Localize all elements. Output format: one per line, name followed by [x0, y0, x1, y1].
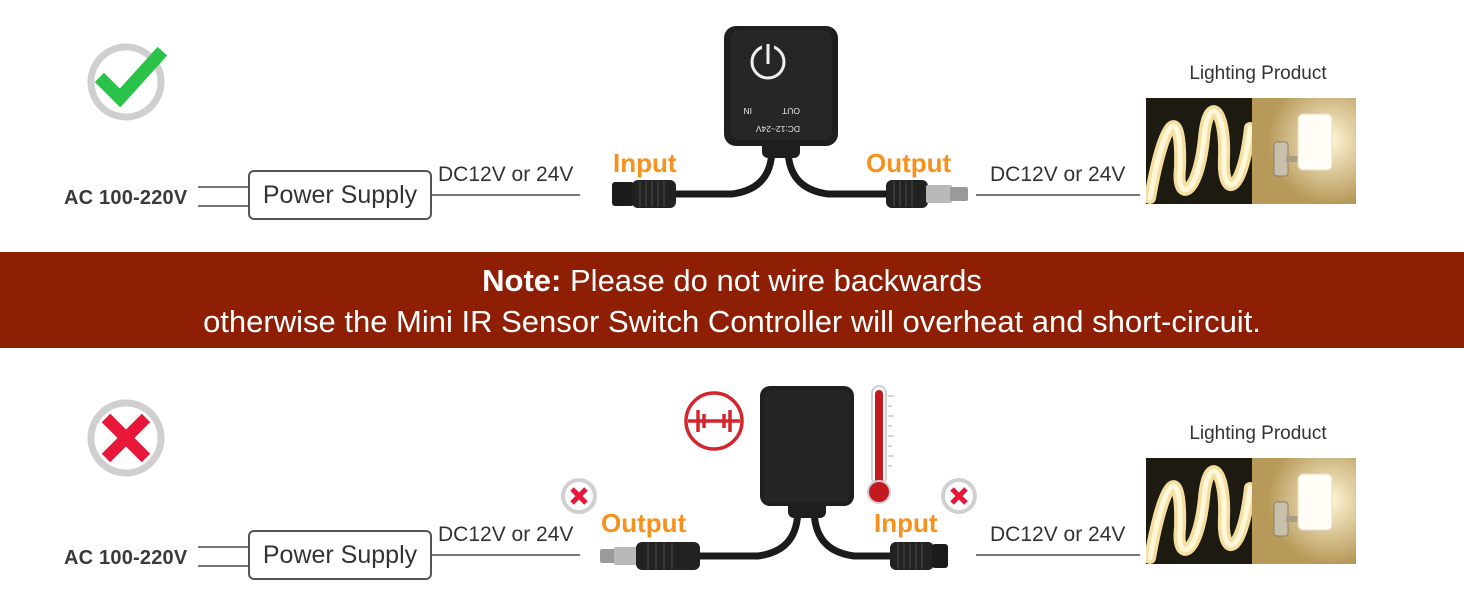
dc-in-label: DC12V or 24V: [438, 163, 574, 186]
note-line-1: Note: Please do not wire backwards: [0, 263, 1464, 299]
note-bold-label: Note:: [482, 263, 562, 298]
power-supply-label: Power Supply: [262, 180, 418, 209]
dc-in-label-2: DC12V or 24V: [438, 523, 574, 546]
input-port-label-2: Input: [874, 508, 938, 538]
cross-mark-icon: [87, 399, 165, 477]
device-voltage-print: DC:12~24V: [755, 124, 800, 134]
wrong-badge: [86, 398, 170, 482]
note-banner: Note: Please do not wire backwards other…: [0, 252, 1464, 348]
ac-wire-upper: [198, 186, 250, 188]
ac-wire-upper-2: [198, 546, 250, 548]
small-cross-icon: [561, 478, 597, 514]
dc-out-wire: [976, 194, 1140, 196]
dc-in-wire: [432, 194, 580, 196]
power-supply-label-2: Power Supply: [262, 540, 418, 569]
output-port-label-2: Output: [601, 508, 687, 538]
dc-out-label: DC12V or 24V: [990, 163, 1126, 186]
correct-badge: [86, 42, 170, 126]
note-line-1-text: Please do not wire backwards: [570, 263, 982, 298]
small-cross-icon: [941, 478, 977, 514]
sensor-controller-reversed: [600, 386, 948, 570]
lighting-product-image: [1146, 98, 1356, 204]
check-mark-icon: [87, 43, 168, 121]
short-circuit-icon: [684, 391, 744, 451]
ac-wire-lower-2: [198, 565, 250, 567]
lighting-product-image-2: [1146, 458, 1356, 564]
note-line-2: otherwise the Mini IR Sensor Switch Cont…: [203, 304, 1261, 339]
power-supply-box: Power Supply: [248, 170, 432, 220]
device-in-print: IN: [744, 106, 753, 116]
dc-in-wire-2: [432, 554, 580, 556]
thermometer-icon: [867, 385, 894, 504]
ac-wire-lower: [198, 205, 250, 207]
lighting-product-title-2: Lighting Product: [1189, 423, 1327, 444]
ac-label: AC 100-220V: [64, 187, 188, 209]
output-port-label: Output: [866, 148, 952, 178]
device-out-print: OUT: [782, 106, 800, 116]
ac-label-2: AC 100-220V: [64, 547, 188, 569]
dc-out-label-2: DC12V or 24V: [990, 523, 1126, 546]
power-supply-box-2: Power Supply: [248, 530, 432, 580]
input-port-label: Input: [613, 148, 677, 178]
dc-out-wire-2: [976, 554, 1140, 556]
sensor-controller: DC:12~24V OUT IN: [612, 26, 968, 208]
lighting-product-title: Lighting Product: [1189, 63, 1327, 84]
